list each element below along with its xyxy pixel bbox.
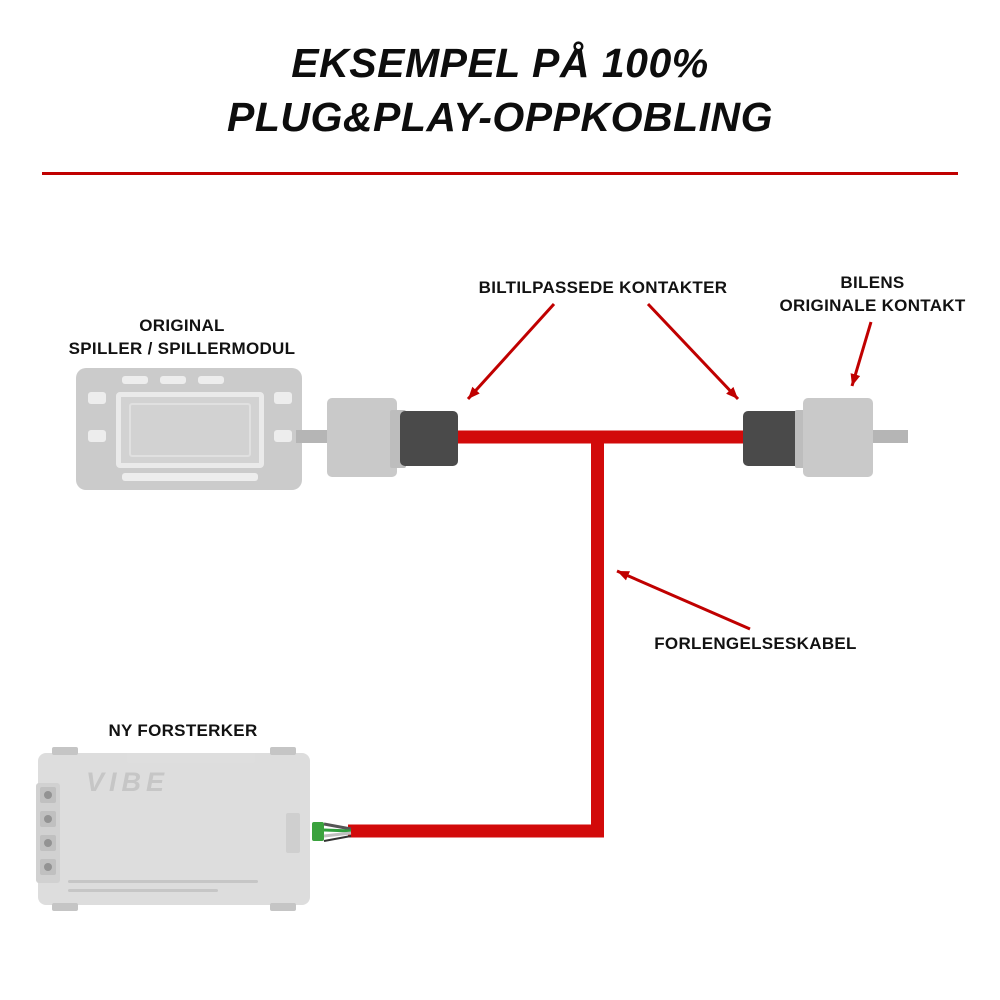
label-extension-cable: FORLENGELSESKABEL — [654, 634, 857, 653]
amplifier-print-line — [68, 889, 218, 892]
amplifier-connector-port — [286, 813, 300, 853]
amplifier-mount-tab — [270, 903, 296, 911]
amplifier-mount-tab — [270, 747, 296, 755]
left-grey-connector — [327, 398, 397, 477]
label-adapted-connectors: BILTILPASSEDE KONTAKTER — [478, 278, 728, 297]
head-unit-button-strip — [122, 473, 258, 481]
head-unit-image — [76, 368, 302, 490]
amplifier-wire — [323, 828, 352, 833]
terminal-screw — [40, 787, 56, 803]
page-title: EKSEMPEL PÅ 100% PLUG&PLAY-OPPKOBLING — [0, 36, 1000, 144]
car-harness-stub — [872, 430, 908, 443]
right-connector-notch — [795, 410, 811, 468]
head-unit-button — [160, 376, 186, 384]
amplifier-wire — [323, 822, 352, 831]
label-new-amplifier: NY FORSTERKER — [108, 721, 258, 740]
amplifier-mount-tab — [52, 747, 78, 755]
arrow-to-extension-cable — [616, 569, 751, 631]
amplifier-print-line — [68, 880, 258, 883]
head-unit-button — [88, 430, 106, 442]
page-title-line1: EKSEMPEL PÅ 100% — [291, 40, 709, 86]
head-unit-button — [274, 430, 292, 442]
head-unit-screen — [116, 392, 264, 468]
page-title-line2: PLUG&PLAY-OPPKOBLING — [226, 94, 774, 141]
car-original-connector — [803, 398, 873, 477]
label-original-player: ORIGINAL SPILLER / SPILLERMODUL — [68, 316, 296, 358]
arrow-to-right-connector — [646, 302, 740, 401]
arrow-to-left-connector — [466, 302, 556, 401]
terminal-screw — [40, 859, 56, 875]
amplifier-wire — [323, 831, 352, 838]
amplifier-brand-logo: VIBE — [86, 767, 170, 797]
amplifier-wire-plug — [312, 822, 324, 841]
right-adapted-connector — [743, 411, 801, 466]
amplifier-wire — [323, 835, 352, 842]
head-unit-button — [274, 392, 292, 404]
head-unit-button — [122, 376, 148, 384]
amplifier-mount-tab — [52, 903, 78, 911]
left-adapted-connector — [400, 411, 458, 466]
left-connector-notch — [390, 410, 406, 468]
amplifier-terminal-block — [36, 783, 60, 883]
terminal-screw — [40, 835, 56, 851]
head-unit-button — [198, 376, 224, 384]
head-unit-button — [88, 392, 106, 404]
amplifier-image: VIBE — [36, 747, 310, 911]
terminal-screw — [40, 811, 56, 827]
red-divider-line — [42, 172, 958, 175]
arrow-to-car-connector — [850, 321, 873, 387]
red-extension-cable — [348, 431, 604, 838]
label-car-original-connector: BILENS ORIGINALE KONTAKT — [779, 273, 966, 315]
